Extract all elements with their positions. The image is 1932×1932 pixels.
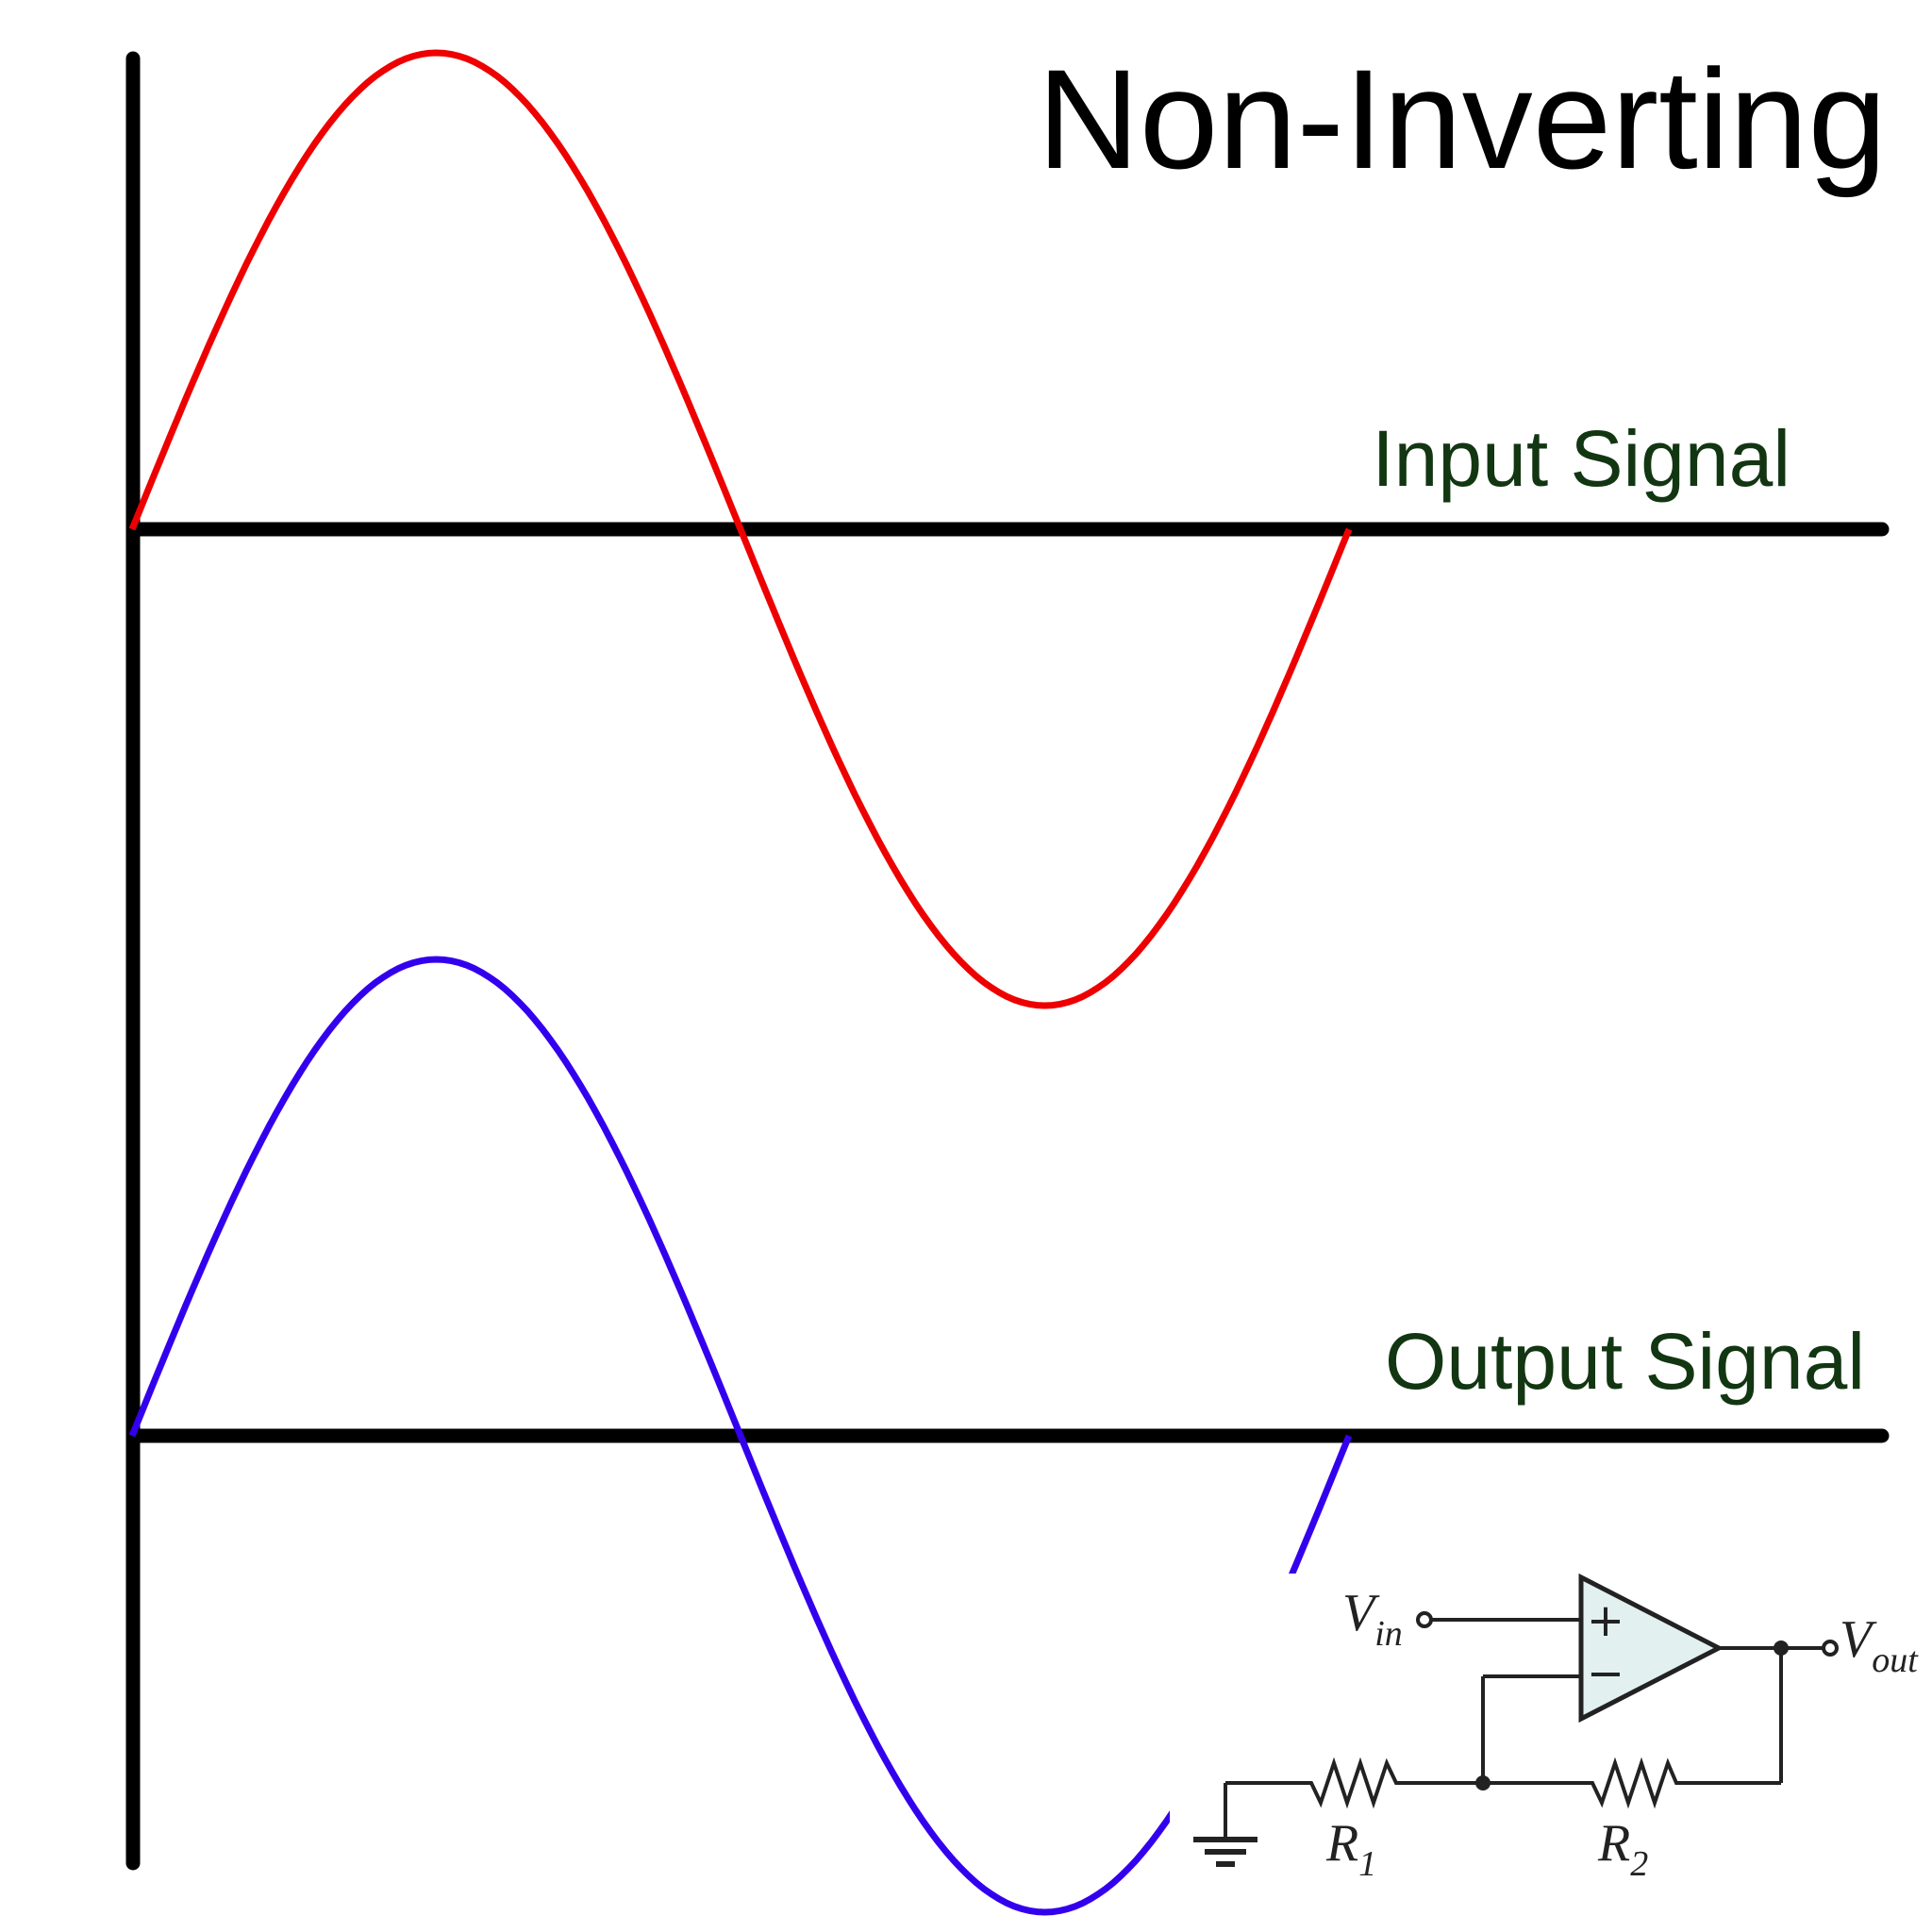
opamp-triangle <box>1578 1573 1724 1724</box>
vin-label: Vin <box>1342 1584 1403 1654</box>
r2-resistor <box>1571 1757 1690 1809</box>
r1-resistor <box>1296 1757 1406 1809</box>
ground-icon <box>1193 1837 1257 1867</box>
vin-label-sub: in <box>1374 1614 1403 1654</box>
input-signal-wave <box>128 49 1353 1009</box>
input-signal-label: Input Signal <box>1372 414 1790 503</box>
r1-label: R1 <box>1325 1814 1376 1884</box>
vout-label: Vout <box>1840 1610 1919 1680</box>
opamp-schematic: + − Vin Vout <box>1170 1573 1932 1932</box>
diagram-title: Non-Inverting <box>1038 40 1887 198</box>
vin-label-main: V <box>1342 1584 1380 1642</box>
minus-sign: − <box>1587 1647 1624 1700</box>
r1-label-main: R <box>1325 1814 1358 1873</box>
output-signal-label: Output Signal <box>1385 1317 1865 1406</box>
axes <box>125 51 1890 1871</box>
r2-label: R2 <box>1597 1814 1648 1884</box>
output-signal-wave <box>128 956 1353 1916</box>
vout-label-main: V <box>1840 1610 1877 1669</box>
vout-terminal <box>1822 1640 1839 1657</box>
vin-terminal <box>1416 1611 1433 1628</box>
vout-label-sub: out <box>1872 1641 1919 1680</box>
r2-label-main: R <box>1597 1814 1630 1873</box>
schematic-background <box>1170 1574 1932 1932</box>
r1-label-sub: 1 <box>1358 1844 1376 1884</box>
r2-label-sub: 2 <box>1630 1844 1648 1884</box>
plus-sign: + <box>1587 1594 1624 1647</box>
